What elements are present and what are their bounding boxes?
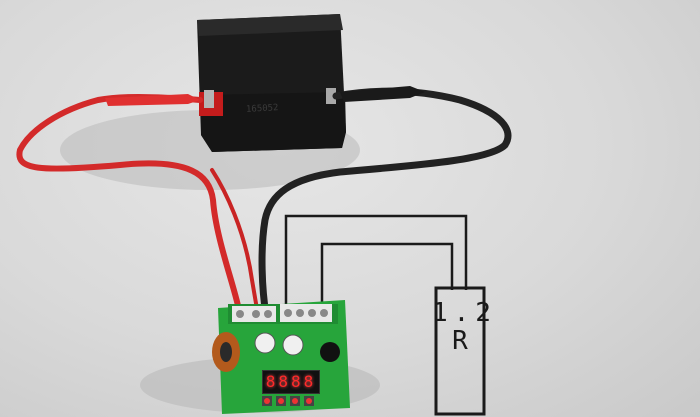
buck-converter-board [212, 300, 350, 414]
potentiometer-1 [254, 332, 276, 354]
led-display: 8888 [262, 370, 320, 394]
battery [197, 14, 346, 152]
resistor-unit: R [452, 326, 468, 356]
battery-code: 165052 [245, 103, 279, 115]
inductor-coil [212, 332, 240, 372]
red-clip [105, 94, 200, 106]
resistor-value: 1.2 [432, 298, 497, 328]
battery-negative-terminal [326, 88, 336, 104]
resistor-box [434, 286, 486, 416]
red-wire [16, 94, 243, 318]
screw-terminal-block [232, 304, 332, 322]
potentiometer-2 [282, 334, 304, 356]
buzzer [320, 342, 340, 362]
black-wire [258, 87, 512, 319]
black-clip [340, 86, 425, 102]
board-buttons [262, 396, 314, 406]
diagram-lines [284, 214, 468, 310]
